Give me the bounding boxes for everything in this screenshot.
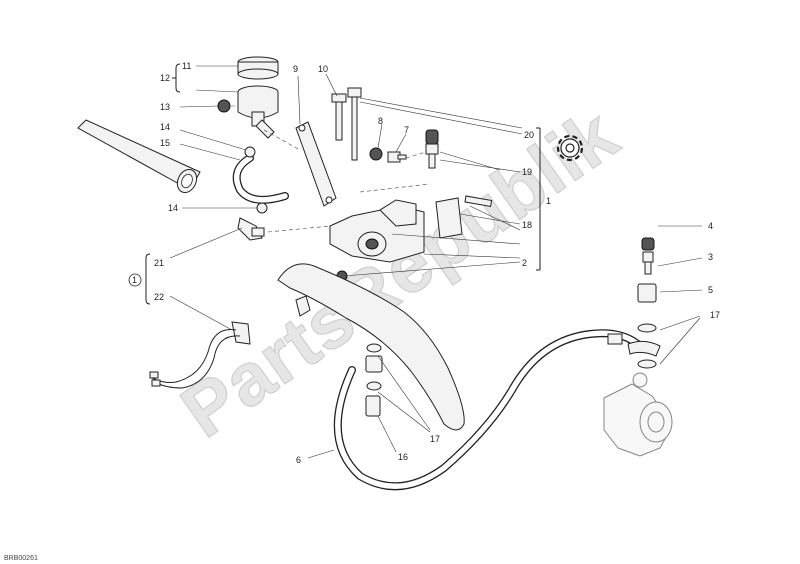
clutch-switch <box>149 321 251 389</box>
leader-lines <box>169 65 703 459</box>
reference-lines <box>224 105 431 233</box>
group-marker: 1 <box>128 273 142 287</box>
callout-9: 9 <box>293 64 298 74</box>
master-cylinder-body <box>329 195 493 282</box>
reservoir <box>217 56 279 139</box>
callout-20: 20 <box>524 130 534 140</box>
callout-1: 1 <box>546 196 551 206</box>
slave-fittings <box>627 237 661 369</box>
reservoir-hose <box>232 146 289 241</box>
callout-19: 19 <box>522 167 532 177</box>
callout-10: 10 <box>318 64 328 74</box>
callout-21: 21 <box>154 258 164 268</box>
callout-12: 12 <box>160 73 170 83</box>
handlebar <box>77 119 201 194</box>
callout-6: 6 <box>296 455 301 465</box>
banjo-fittings <box>365 343 383 417</box>
bracket <box>295 121 337 207</box>
callout-7: 7 <box>404 125 409 135</box>
callout-17-right: 17 <box>710 310 720 320</box>
bolts <box>331 87 362 161</box>
slave-cylinder <box>603 372 673 457</box>
callout-22: 22 <box>154 292 164 302</box>
drawing-code: BRB00261 <box>4 555 38 562</box>
callout-15: 15 <box>160 138 170 148</box>
callout-3: 3 <box>708 252 713 262</box>
callout-4: 4 <box>708 221 713 231</box>
callout-14-lower: 14 <box>168 203 178 213</box>
callout-13: 13 <box>160 102 170 112</box>
callout-2: 2 <box>522 258 527 268</box>
screw-fittings <box>369 147 407 163</box>
clutch-hose <box>333 329 644 491</box>
group-brackets <box>145 63 541 305</box>
clutch-lever <box>277 263 465 431</box>
callout-11: 11 <box>182 61 191 71</box>
bleed-valve <box>425 129 439 169</box>
svg-text:1: 1 <box>132 275 137 285</box>
callout-17-left: 17 <box>430 434 440 444</box>
callout-18: 18 <box>522 220 532 230</box>
callout-8: 8 <box>378 116 383 126</box>
callout-14-upper: 14 <box>160 122 170 132</box>
gear-icon <box>556 134 584 162</box>
callout-5: 5 <box>708 285 713 295</box>
callout-16: 16 <box>398 452 408 462</box>
